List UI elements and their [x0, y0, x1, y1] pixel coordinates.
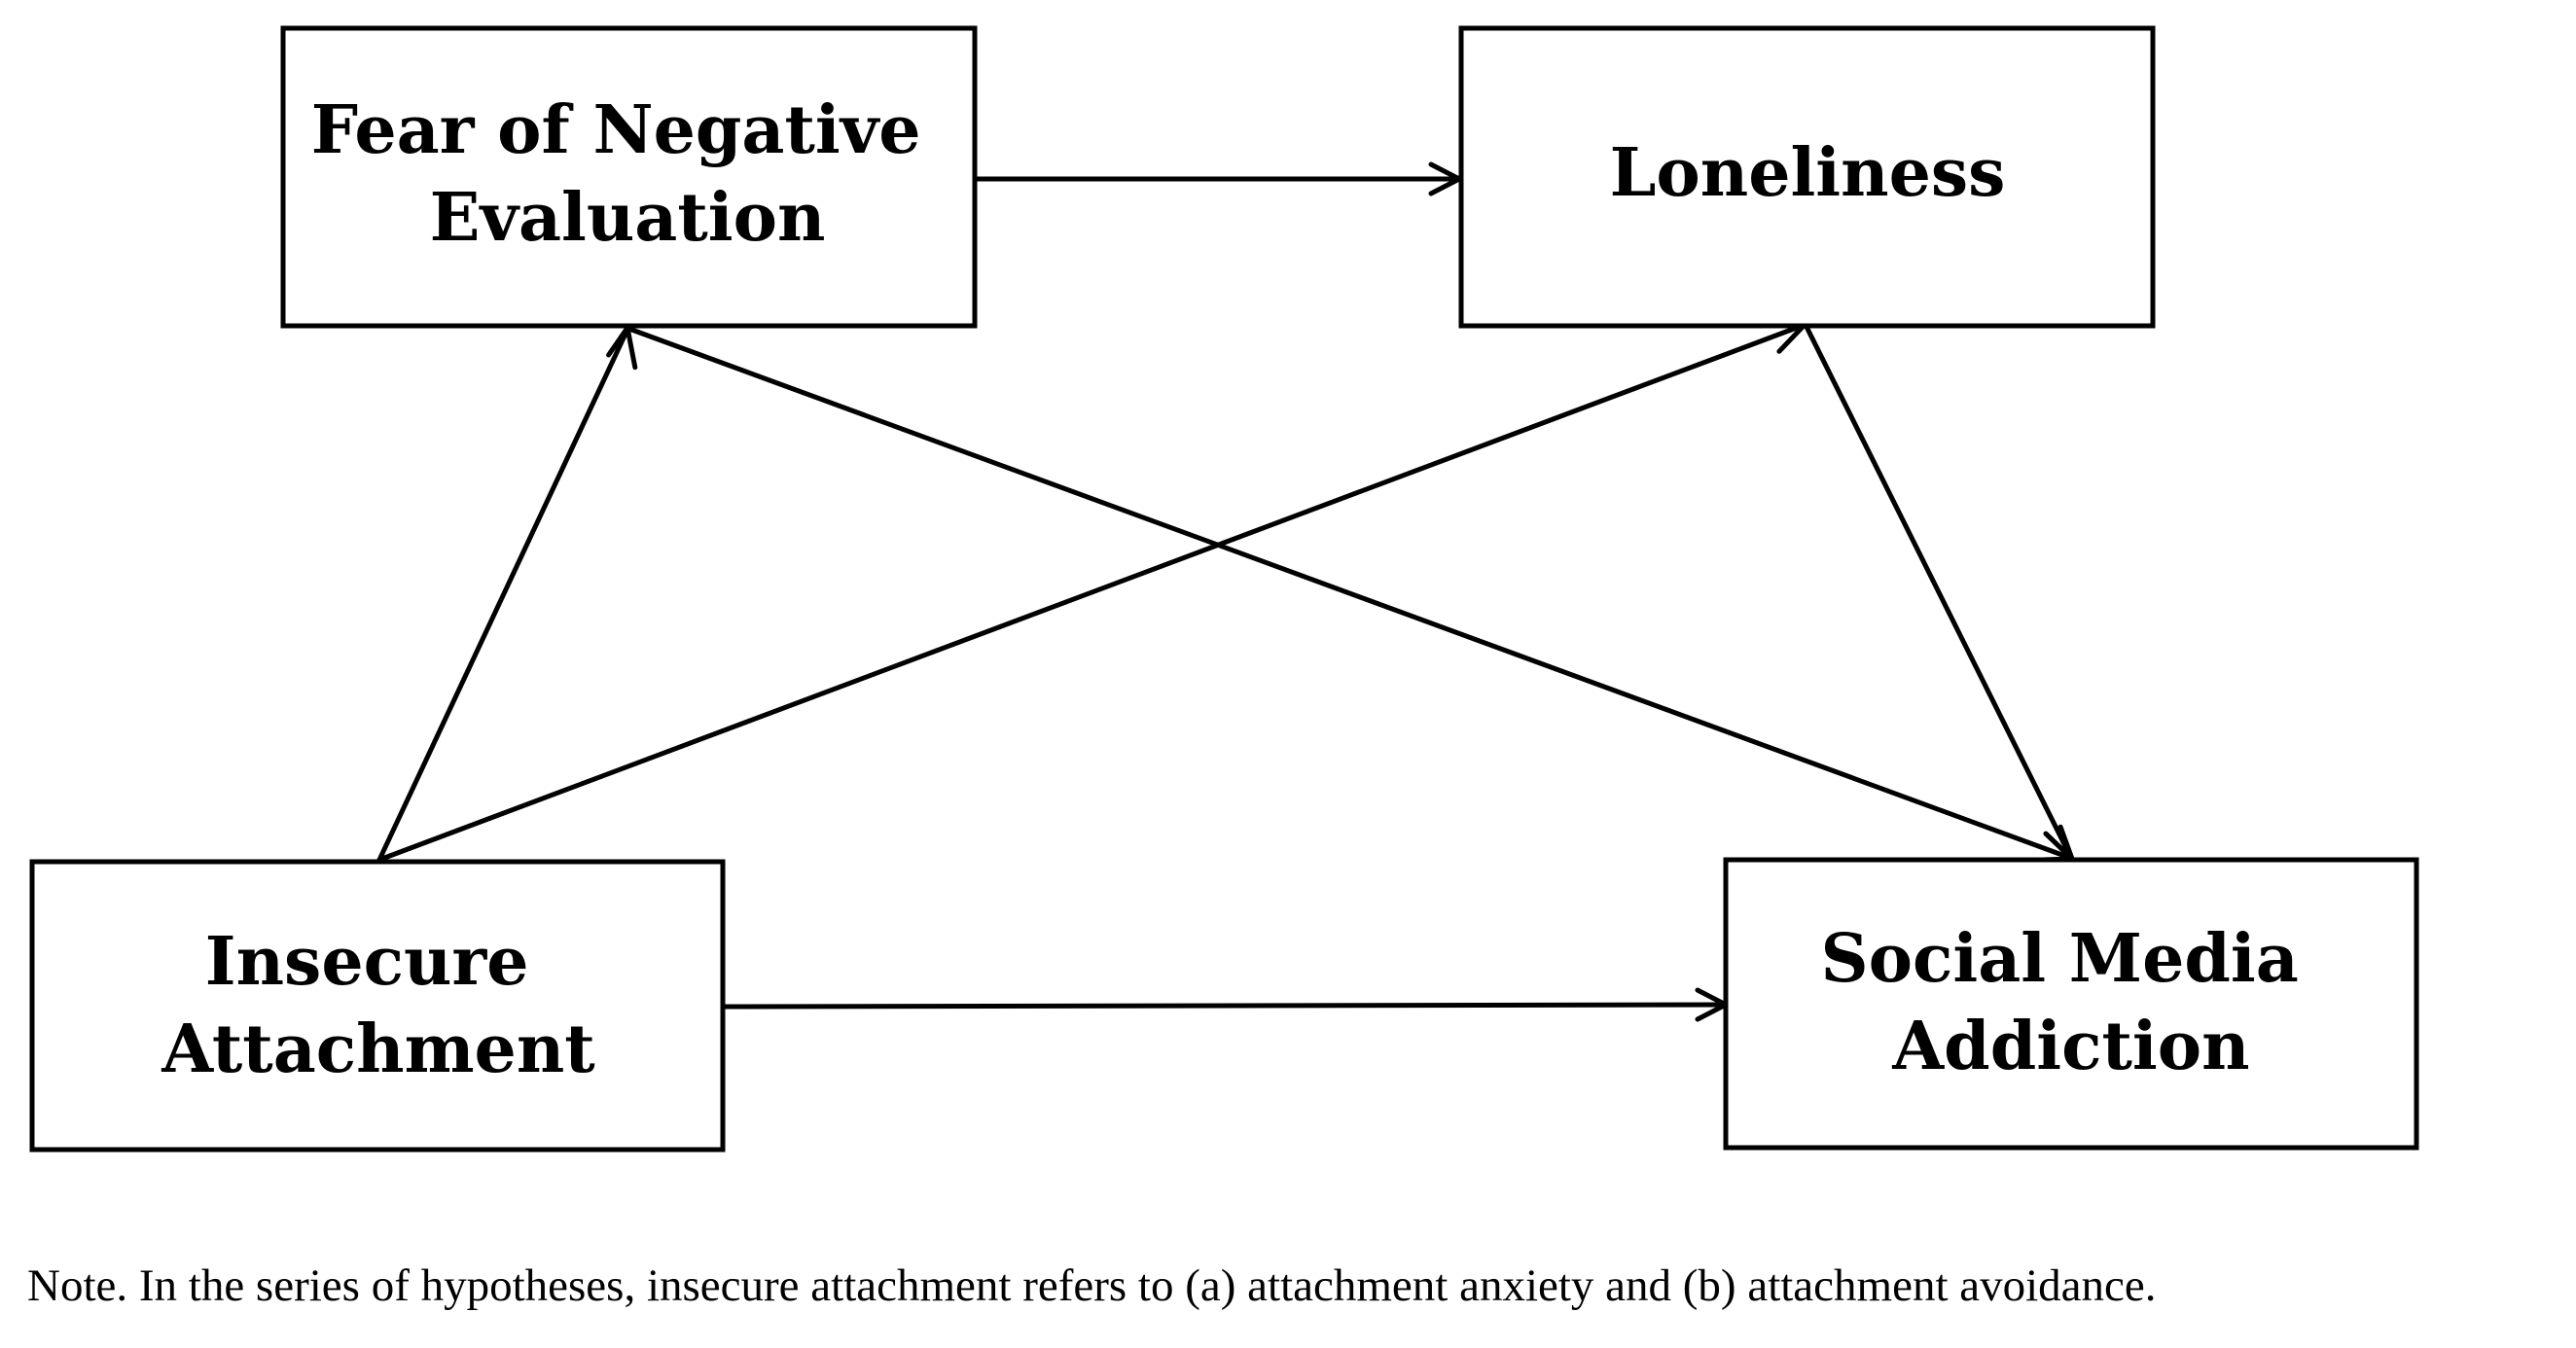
node-social-media-addiction: Social Media Addiction	[1723, 857, 2419, 1151]
node-label: Social Media Addiction	[1821, 920, 2322, 1085]
node-label: Loneliness	[1610, 134, 2006, 212]
label-line-2: Attachment	[161, 1011, 595, 1088]
arrow-fne-to-sma	[624, 325, 2075, 863]
label-line-1: Insecure	[205, 923, 529, 1001]
label-line-1: Loneliness	[1610, 134, 2006, 212]
label-line-1: Fear of Negative	[311, 91, 921, 169]
label-line-2: Addiction	[1891, 1008, 2249, 1085]
node-box	[280, 25, 978, 329]
label-line-1: Social Media	[1821, 920, 2299, 998]
node-loneliness: Loneliness	[1458, 25, 2156, 329]
node-fear-of-negative-evaluation: Fear of Negative Evaluation	[280, 25, 978, 329]
node-insecure-attachment: Insecure Attachment	[29, 859, 726, 1153]
node-label: Fear of Negative Evaluation	[311, 91, 944, 257]
arrow-insecure-to-sma	[721, 987, 1729, 1022]
node-box	[1723, 857, 2419, 1151]
arrow-loneliness-to-sma	[1804, 324, 2075, 862]
node-label: Insecure Attachment	[161, 923, 595, 1088]
node-box	[1458, 25, 2156, 329]
label-line-2: Evaluation	[430, 179, 826, 257]
arrow-fne-to-loneliness	[974, 161, 1462, 196]
diagram-note: Note. In the series of hypotheses, insec…	[27, 1260, 2157, 1311]
node-box	[29, 859, 726, 1153]
